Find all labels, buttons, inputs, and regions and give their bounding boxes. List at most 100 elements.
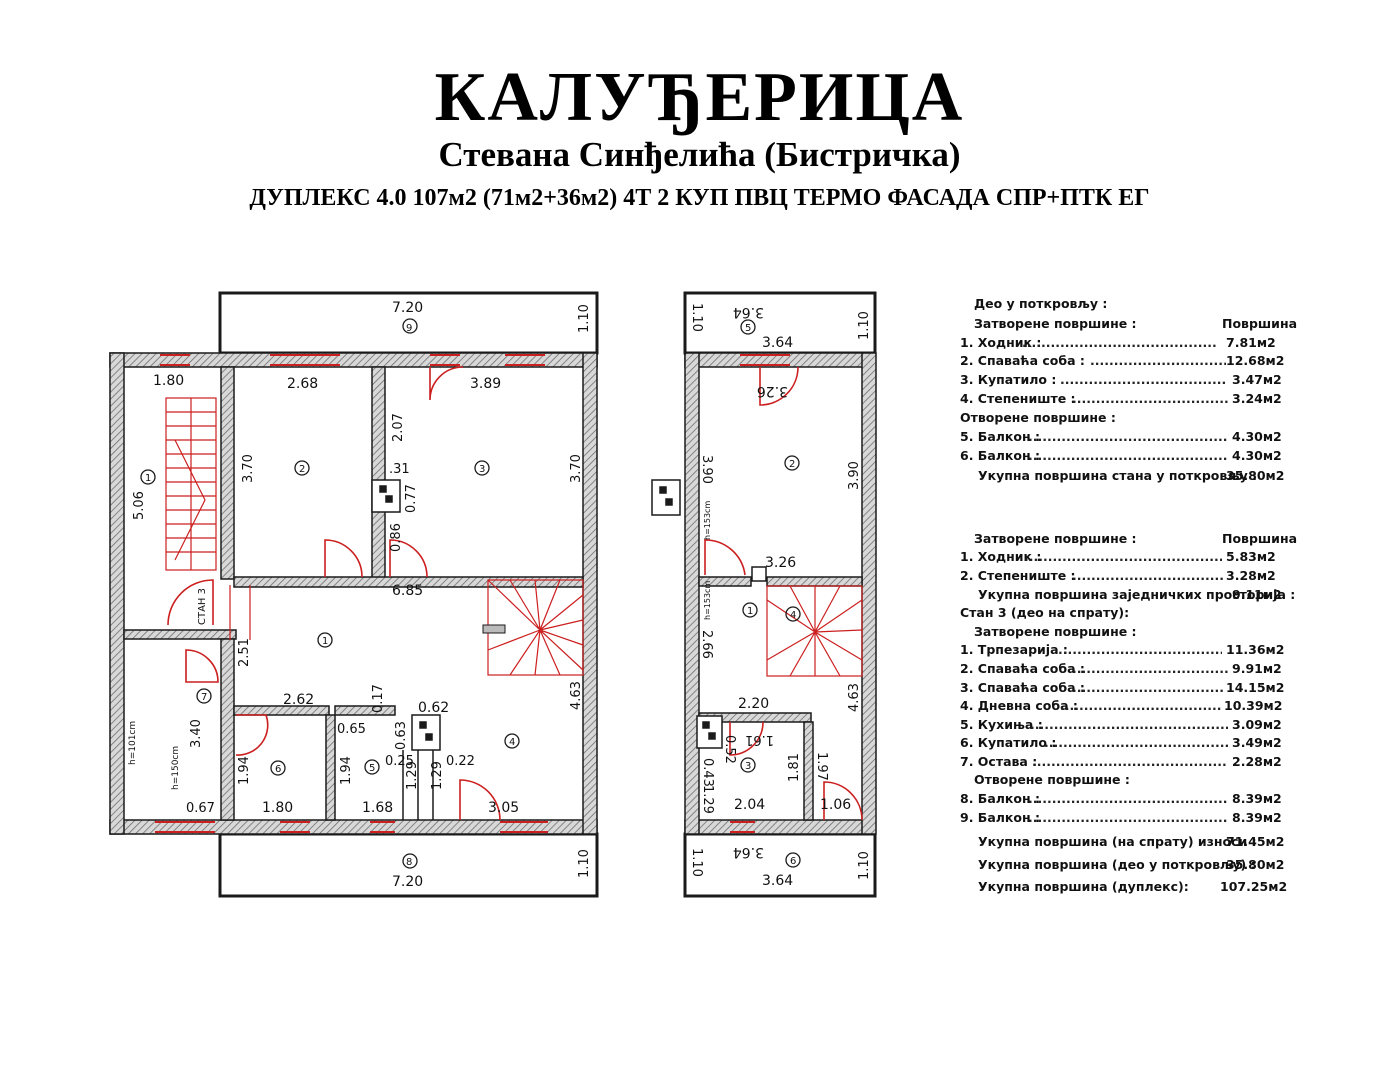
lower-floor-plan — [109, 291, 599, 898]
leader-dots: ........................................… — [1090, 353, 1226, 368]
leader-dots: ........................................… — [1072, 661, 1230, 676]
room-number: 6 — [790, 856, 796, 867]
dim-label: 4.63 — [569, 681, 584, 710]
room-number: 5 — [369, 763, 375, 774]
dim-label: 0.25 — [385, 754, 414, 769]
room-number: 8 — [406, 857, 412, 868]
page-title: КАЛУЂЕРИЦА — [434, 59, 965, 136]
row-value: 3.09м2 — [1232, 717, 1282, 732]
dim-label: 7.20 — [392, 874, 423, 890]
row-label: 5. Кухиња : — [960, 717, 1043, 732]
dim-label: 3.26 — [765, 555, 796, 571]
row-value: 4.30м2 — [1232, 429, 1282, 444]
dim-label: 1.29 — [405, 761, 420, 790]
dim-label: 1.10 — [577, 849, 592, 878]
dim-label: 6.85 — [392, 583, 423, 599]
row-label: 2. Спаваћа соба : — [960, 661, 1085, 676]
dim-label: 0.65 — [337, 722, 366, 737]
upper-windows — [730, 354, 790, 833]
schedule-subheading: Отворене површине : — [974, 772, 1130, 787]
row-value: 10.39м2 — [1224, 698, 1283, 713]
leader-dots: ........................................… — [1028, 448, 1228, 463]
row-label: 1. Ходник : — [960, 335, 1042, 350]
dim-label: 0.43 — [700, 758, 715, 787]
row-label: 4. Степениште : — [960, 391, 1076, 406]
schedule-subheading: Затворене површине : — [974, 531, 1137, 546]
room-number: 1 — [322, 636, 328, 647]
row-value: 3.49м2 — [1232, 735, 1282, 750]
schedule-total-value: 9.11м2 — [1232, 587, 1282, 602]
schedule-total-label: Укупна површина стана у поткровљу : — [978, 468, 1258, 483]
dim-label: 3.64 — [733, 844, 764, 860]
row-value: 4.30м2 — [1232, 448, 1282, 463]
dim-label: 0.86 — [389, 523, 404, 552]
row-value: 7.81м2 — [1226, 335, 1276, 350]
row-value: 12.68м2 — [1226, 353, 1285, 368]
area-schedule: Део у поткровљу : Затворене површине : П… — [960, 296, 1297, 896]
row-label: 8. Балкон : — [960, 791, 1040, 806]
schedule-total-label: Укупна површина (дуплекс): — [978, 879, 1189, 894]
dim-label: 1.80 — [153, 373, 184, 389]
dim-label: 2.51 — [237, 638, 252, 667]
schedule-heading: Стан 3 (део на спрату): — [960, 605, 1130, 620]
dim-label: 1.06 — [820, 797, 851, 813]
row-label: 2. Спаваћа соба : — [960, 353, 1085, 368]
row-label: 3. Спаваћа соба : — [960, 680, 1085, 695]
row-label: 2. Степениште : — [960, 568, 1076, 583]
dim-label: h=101cm — [128, 721, 138, 765]
dim-label: 1.68 — [362, 800, 393, 816]
dim-label: 2.68 — [287, 376, 318, 392]
dim-label: 1.94 — [339, 756, 354, 785]
windows — [155, 354, 548, 833]
dim-label: h=153cm — [703, 501, 712, 540]
dim-label: 0.63 — [394, 721, 409, 750]
dim-label: 3.64 — [762, 873, 793, 889]
schedule-total-value: 35.80м2 — [1226, 857, 1285, 872]
room-number: 4 — [790, 610, 796, 621]
dim-label: 1.29 — [430, 761, 445, 790]
upper-floor-labels: 3.64 1.10 1.10 5 3.64 3.26 3.90 2 3.90 h… — [689, 303, 872, 889]
dim-label: 3.89 — [470, 376, 501, 392]
dim-label: h=153cm — [703, 581, 712, 620]
leader-dots: ........................................… — [1028, 791, 1228, 806]
upper-stair-winder — [766, 585, 863, 677]
row-value: 8.39м2 — [1232, 791, 1282, 806]
dim-label: 3.64 — [762, 335, 793, 351]
schedule-subheading: Отворене површине : — [960, 410, 1116, 425]
schedule-total-value: 71.45м2 — [1226, 834, 1285, 849]
dim-label: 0.52 — [722, 735, 737, 764]
dim-label: 2.04 — [734, 797, 765, 813]
dim-label: 1.29 — [700, 785, 715, 814]
dim-label: 1.80 — [262, 800, 293, 816]
room-number: 9 — [406, 323, 412, 334]
dim-label: 2.62 — [283, 692, 314, 708]
dim-label: 2.20 — [738, 696, 769, 712]
schedule-subheading: Затворене површине : — [974, 624, 1137, 639]
row-label: 6. Купатило : — [960, 735, 1057, 750]
dim-label: 0.62 — [418, 700, 449, 716]
row-label: 1. Трпезарија : — [960, 642, 1068, 657]
dim-label: 3.26 — [757, 383, 788, 399]
room-markers-lower — [140, 318, 520, 869]
schedule-heading: Део у поткровљу : — [974, 296, 1108, 311]
dim-label: 1.10 — [857, 311, 872, 340]
dim-label: 0.17 — [371, 684, 386, 713]
dim-label: 5.06 — [132, 491, 147, 520]
dim-label: 2.07 — [391, 413, 406, 442]
row-value: 9.91м2 — [1232, 661, 1282, 676]
schedule-total-label: Укупна површина (на спрату) износи : — [978, 834, 1257, 849]
upper-walls — [684, 352, 877, 835]
dim-label: 0.77 — [404, 484, 419, 513]
upper-vent-shafts — [651, 479, 723, 749]
dim-label: 1.61 — [745, 732, 774, 747]
row-label: 4. Дневна соба : — [960, 698, 1078, 713]
schedule-column-header: Површина — [1222, 316, 1298, 331]
schedule-total-value: 35.80м2 — [1226, 468, 1285, 483]
dim-label: 1.94 — [237, 756, 252, 785]
dim-label: 4.63 — [847, 683, 862, 712]
dim-label: h=150cm — [171, 746, 181, 790]
leader-dots: ........................................… — [1024, 549, 1222, 564]
leader-dots: ........................................… — [1072, 680, 1224, 695]
row-label: 9. Балкон : — [960, 810, 1040, 825]
